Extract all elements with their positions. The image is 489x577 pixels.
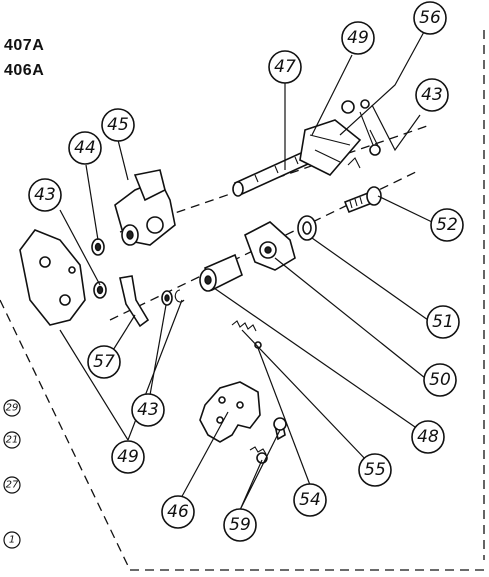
svg-text:48: 48 xyxy=(417,427,439,447)
model-label-407a: 407A xyxy=(4,37,45,54)
svg-text:1: 1 xyxy=(9,535,15,546)
page-border-diagonal xyxy=(0,299,131,571)
callout-45: 45 xyxy=(101,108,135,142)
edge-callout-1: 1 xyxy=(3,531,21,549)
svg-text:51: 51 xyxy=(432,312,454,332)
leader-50 xyxy=(274,257,426,379)
callout-43-center: 43 xyxy=(131,393,165,427)
leader-43-top xyxy=(371,104,421,152)
svg-text:43: 43 xyxy=(34,185,56,205)
leader-59 xyxy=(239,429,281,511)
callout-55: 55 xyxy=(358,453,392,487)
leader-57 xyxy=(109,314,136,356)
callout-51: 51 xyxy=(426,305,460,339)
lever-part xyxy=(119,275,150,328)
svg-text:43: 43 xyxy=(421,85,443,105)
svg-text:44: 44 xyxy=(74,138,96,158)
callout-44: 44 xyxy=(68,131,102,165)
edge-callout-21: 21 xyxy=(3,431,21,449)
callout-48: 48 xyxy=(411,420,445,454)
leader-54 xyxy=(257,347,311,486)
svg-text:52: 52 xyxy=(436,215,458,235)
leader-52 xyxy=(377,195,433,223)
svg-text:21: 21 xyxy=(6,435,19,446)
callout-56: 56 xyxy=(413,1,447,35)
washer-51 xyxy=(297,215,317,241)
callout-43-top: 43 xyxy=(415,78,449,112)
leader-44 xyxy=(85,164,99,241)
sleeve-part xyxy=(199,253,243,292)
leader-46 xyxy=(179,411,229,501)
svg-text:43: 43 xyxy=(137,400,159,420)
leader-56 xyxy=(339,29,426,136)
svg-text:46: 46 xyxy=(167,502,189,522)
clip-49-center xyxy=(174,289,185,303)
callout-54: 54 xyxy=(293,483,327,517)
callout-49-bottom: 49 xyxy=(111,440,145,474)
svg-text:55: 55 xyxy=(364,460,386,480)
leader-51 xyxy=(311,237,429,321)
svg-text:50: 50 xyxy=(429,370,451,390)
callout-46: 46 xyxy=(161,495,195,529)
callout-50: 50 xyxy=(423,363,457,397)
washer-43-left xyxy=(93,281,107,299)
callout-59: 59 xyxy=(223,508,257,542)
model-label-406a: 406A xyxy=(4,62,45,79)
svg-text:56: 56 xyxy=(419,8,441,28)
svg-text:54: 54 xyxy=(299,490,321,510)
housing-part xyxy=(19,229,86,326)
svg-text:49: 49 xyxy=(347,28,369,48)
callout-52: 52 xyxy=(430,208,464,242)
leader-43-center xyxy=(149,304,167,396)
leader-43-left xyxy=(59,209,101,286)
callout-43-left: 43 xyxy=(28,178,62,212)
assembly-axis-line xyxy=(119,124,431,233)
plate-46 xyxy=(199,381,261,443)
svg-text:27: 27 xyxy=(6,480,19,491)
bracket-part xyxy=(299,99,381,176)
edge-callout-29: 29 xyxy=(3,399,21,417)
washer-44 xyxy=(91,238,105,256)
callout-49: 49 xyxy=(341,21,375,55)
leader-55 xyxy=(241,329,369,463)
svg-text:45: 45 xyxy=(107,115,129,135)
crank-arm-part xyxy=(114,169,176,246)
edge-callout-27: 27 xyxy=(3,476,21,494)
screw-52 xyxy=(343,186,382,214)
washer-43-center xyxy=(161,290,173,306)
screws-59 xyxy=(249,417,287,464)
cam-part xyxy=(244,221,296,271)
callout-57: 57 xyxy=(87,345,121,379)
svg-text:59: 59 xyxy=(229,515,251,535)
svg-text:57: 57 xyxy=(93,352,115,372)
svg-text:47: 47 xyxy=(274,57,296,77)
leader-45 xyxy=(117,139,129,181)
callout-47: 47 xyxy=(268,50,302,84)
svg-text:29: 29 xyxy=(6,403,19,414)
leader-49-top xyxy=(311,54,353,136)
svg-text:49: 49 xyxy=(117,447,139,467)
leader-48 xyxy=(213,287,416,428)
